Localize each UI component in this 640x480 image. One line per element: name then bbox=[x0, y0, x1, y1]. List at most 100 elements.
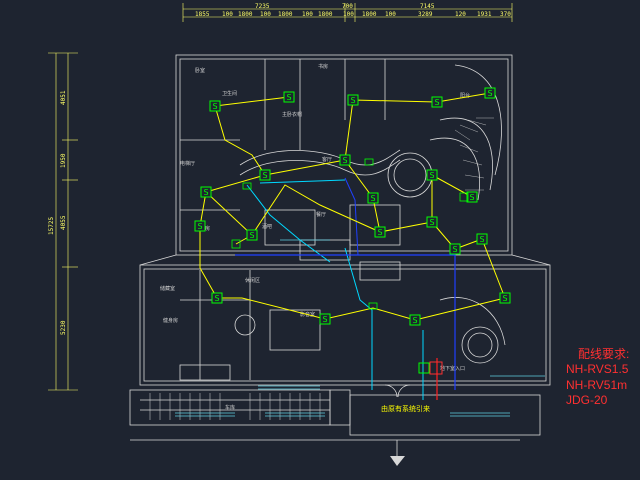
s-device-label: S bbox=[377, 228, 382, 237]
s-device-label: S bbox=[469, 193, 474, 202]
s-device-label: S bbox=[479, 235, 484, 244]
s-device: S bbox=[319, 313, 331, 325]
spiral-stair bbox=[454, 117, 494, 191]
dim-total-3: 7145 bbox=[420, 3, 435, 10]
top-dim-segments: 1855 100 1800 100 1800 100 1800 100 1800… bbox=[195, 11, 511, 18]
wiring-requirement-note: 配线要求: NH-RVS1.5 NH-RV51m JDG-20 bbox=[566, 347, 629, 407]
s-device: S bbox=[484, 87, 496, 99]
red-panel-marker bbox=[429, 361, 443, 375]
dim-left-seg: 1950 bbox=[60, 153, 67, 168]
s-device: S bbox=[476, 233, 488, 245]
s-device-label: S bbox=[350, 96, 355, 105]
s-device-label: S bbox=[412, 316, 417, 325]
s-device: S bbox=[246, 229, 258, 241]
dim-seg: 1800 bbox=[318, 11, 333, 18]
s-device-label: S bbox=[370, 194, 375, 203]
s-device-label: S bbox=[487, 89, 492, 98]
s-device-label: S bbox=[214, 294, 219, 303]
conduit-lines bbox=[235, 177, 456, 400]
s-device: S bbox=[431, 96, 443, 108]
note-title: 配线要求: bbox=[578, 347, 629, 361]
room-label: 地下室入口 bbox=[440, 365, 465, 372]
dim-left-seg: 5230 bbox=[60, 320, 67, 335]
s-device: S bbox=[211, 292, 223, 304]
room-label: 储藏室 bbox=[160, 285, 175, 292]
devices: S S S S S S S S S S S S S S S S S S S S S bbox=[194, 87, 511, 326]
room-label: 健身房 bbox=[163, 317, 178, 324]
s-device: S bbox=[499, 292, 511, 304]
dim-seg: 1800 bbox=[362, 11, 377, 18]
s-device-label: S bbox=[197, 222, 202, 231]
dim-seg: 1855 bbox=[195, 11, 210, 18]
room-label: 餐厅 bbox=[316, 211, 326, 218]
s-device-label: S bbox=[452, 245, 457, 254]
s-device: S bbox=[339, 154, 351, 166]
dim-seg: 1931 bbox=[477, 11, 492, 18]
entrance-arrow-icon bbox=[390, 440, 405, 466]
room-label: 书房 bbox=[318, 63, 328, 70]
dim-left-total: 15725 bbox=[48, 217, 55, 235]
s-device-label: S bbox=[249, 231, 254, 240]
s-device-label: S bbox=[429, 171, 434, 180]
dim-left-seg: 4055 bbox=[60, 215, 67, 230]
dim-left-seg: 4051 bbox=[60, 90, 67, 105]
dim-total-1: 7235 bbox=[255, 3, 270, 10]
room-label: 车库 bbox=[225, 404, 235, 411]
small-fixtures bbox=[231, 158, 469, 310]
s-device: S bbox=[200, 186, 212, 198]
s-device-label: S bbox=[203, 188, 208, 197]
s-device: S bbox=[409, 314, 421, 326]
room-label: 卫生间 bbox=[222, 90, 237, 97]
s-device: S bbox=[374, 226, 386, 238]
entrance-label: 由原有系统引来 bbox=[381, 404, 430, 413]
s-device: S bbox=[449, 243, 461, 255]
s-device: S bbox=[466, 191, 478, 203]
dim-total-2: 700 bbox=[342, 3, 353, 10]
dim-seg: 100 bbox=[343, 11, 354, 18]
dim-seg: 370 bbox=[500, 11, 511, 18]
s-device-label: S bbox=[429, 218, 434, 227]
dim-seg: 1800 bbox=[278, 11, 293, 18]
s-device: S bbox=[426, 169, 438, 181]
wiring-network bbox=[199, 92, 506, 321]
entrance-label-bg bbox=[378, 402, 428, 414]
s-device-label: S bbox=[262, 171, 267, 180]
panel-device bbox=[418, 362, 430, 374]
room-label: 卧室 bbox=[195, 67, 205, 74]
dim-seg: 100 bbox=[385, 11, 396, 18]
room-label: 电梯厅 bbox=[180, 160, 195, 167]
s-device-label: S bbox=[342, 156, 347, 165]
s-device-label: S bbox=[212, 102, 217, 111]
dim-seg: 3289 bbox=[418, 11, 433, 18]
dim-seg: 1800 bbox=[238, 11, 253, 18]
dim-seg: 100 bbox=[302, 11, 313, 18]
s-device-label: S bbox=[286, 93, 291, 102]
dim-seg: 100 bbox=[222, 11, 233, 18]
dim-seg: 100 bbox=[260, 11, 271, 18]
note-line: JDG-20 bbox=[566, 393, 608, 407]
note-line: NH-RVS1.5 bbox=[566, 362, 629, 376]
building-walls bbox=[129, 54, 551, 441]
top-dimension-chain bbox=[182, 3, 513, 22]
room-label: 休闲区 bbox=[245, 277, 260, 284]
s-device: S bbox=[347, 94, 359, 106]
window-strips bbox=[175, 239, 545, 417]
s-device: S bbox=[259, 169, 271, 181]
s-device: S bbox=[426, 216, 438, 228]
stair-hatch bbox=[149, 393, 321, 420]
s-device: S bbox=[194, 220, 206, 232]
s-device-label: S bbox=[434, 98, 439, 107]
s-device: S bbox=[283, 91, 295, 103]
s-device-label: S bbox=[322, 315, 327, 324]
dim-seg: 120 bbox=[455, 11, 466, 18]
room-label: 客厅 bbox=[322, 156, 332, 163]
room-label: 主卧衣帽 bbox=[282, 111, 302, 118]
room-label: 酒吧 bbox=[262, 223, 272, 230]
s-device: S bbox=[209, 100, 221, 112]
room-label: 阳台 bbox=[460, 92, 470, 99]
note-line: NH-RV51m bbox=[566, 378, 627, 392]
left-dimension-chain bbox=[48, 52, 78, 391]
s-device: S bbox=[367, 192, 379, 204]
